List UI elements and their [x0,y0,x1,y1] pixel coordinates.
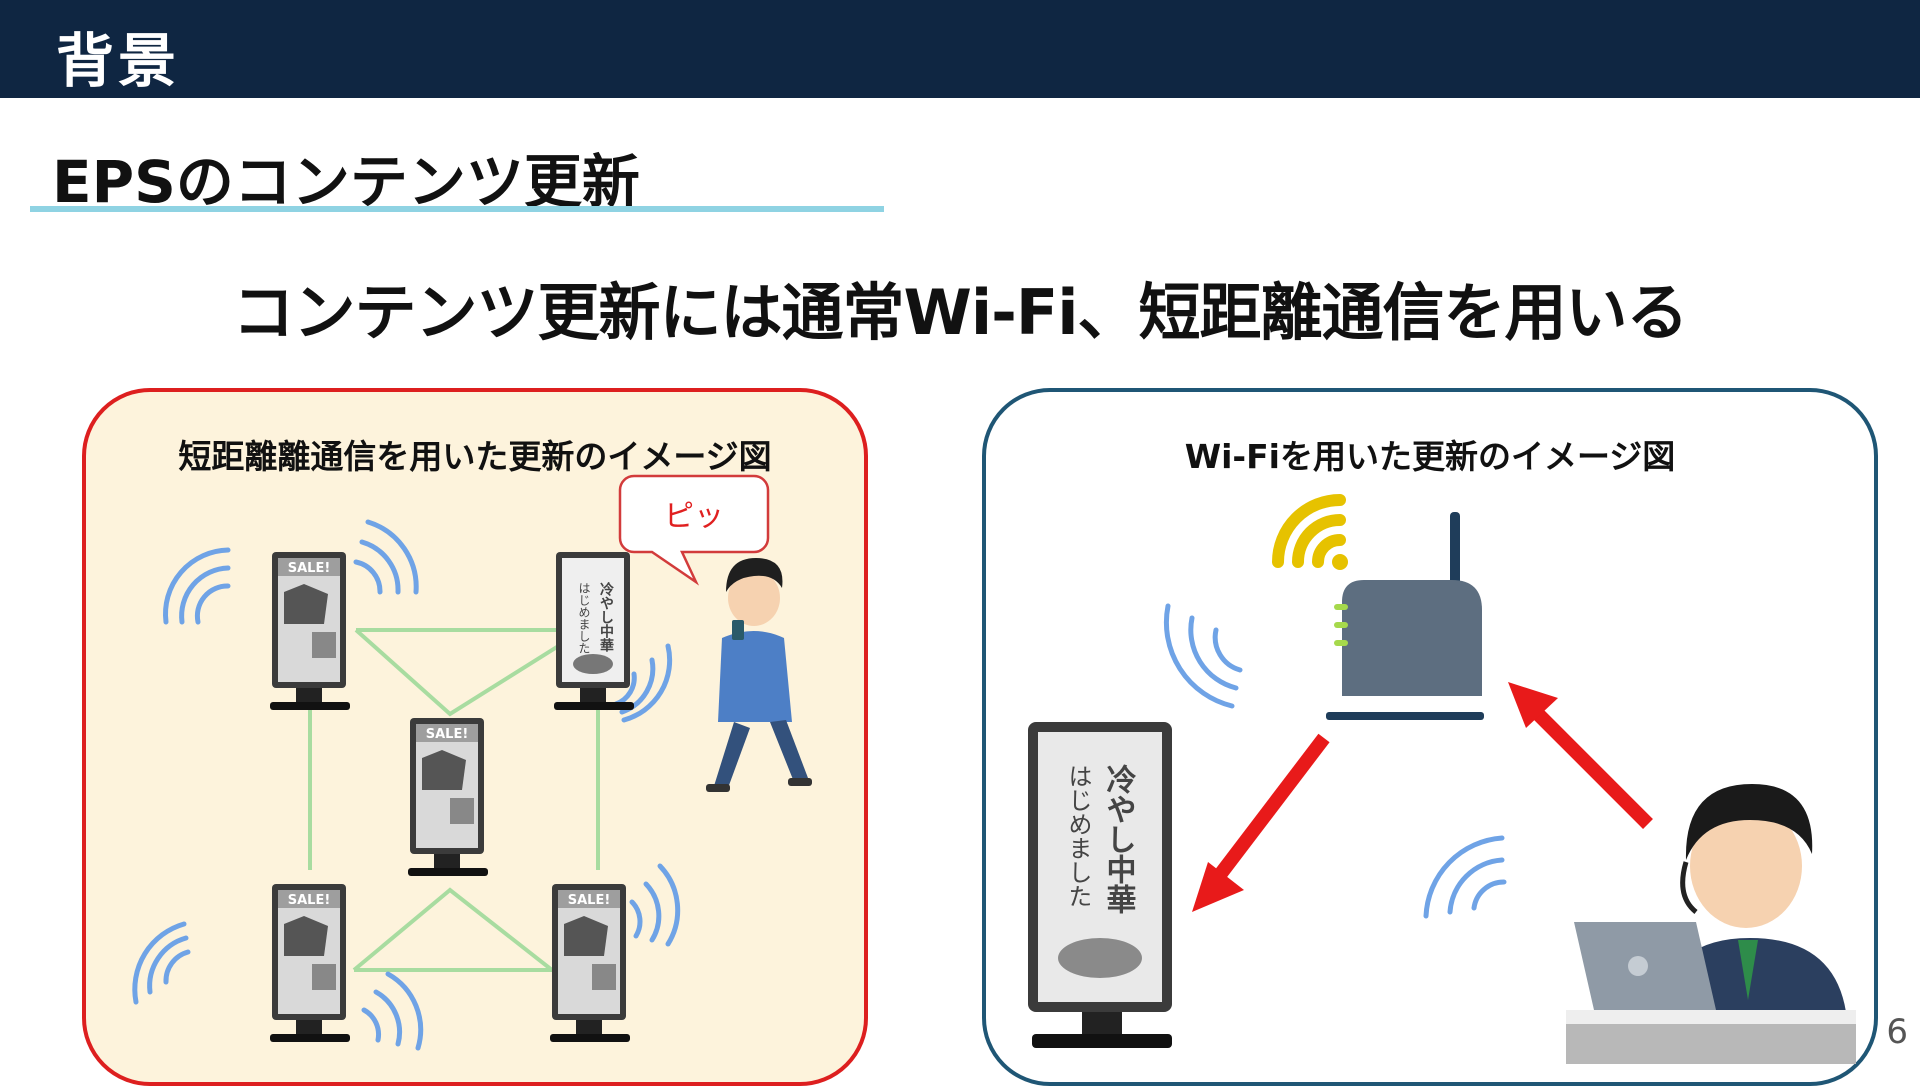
section-underline [30,206,884,212]
arrow-pc-to-router-icon [1508,682,1653,829]
svg-text:SALE!: SALE! [426,727,469,742]
sale-signage-4: SALE! [550,884,630,1042]
svg-text:冷やし中華: 冷やし中華 [598,581,614,653]
short-range-panel-title: 短距離離通信を用いた更新のイメージ図 [178,437,772,476]
svg-text:SALE!: SALE! [568,893,611,908]
slide-section-title: 背景 [56,27,181,95]
svg-text:SALE!: SALE! [288,561,331,576]
sale-signage-3: SALE! [270,884,350,1042]
speech-bubble: ピッ [618,474,770,586]
wireless-wave-icon [1163,603,1507,919]
router-icon [1326,512,1484,720]
arrow-router-to-signage-icon [1192,733,1330,912]
header-bar: 背景 [0,0,1920,98]
mesh-links [308,628,600,972]
wifi-panel: Wi-Fiを用いた更新のイメージ図 [982,388,1878,1086]
section-title: EPSのコンテンツ更新 [52,148,640,216]
menu-signage: 冷やし中華 はじめました [554,552,634,710]
svg-text:SALE!: SALE! [288,893,331,908]
wireless-wave-icon [132,519,681,1051]
person-with-phone-icon [706,558,812,792]
headline: コンテンツ更新には通常Wi-Fi、短距離通信を用いる [232,276,1689,349]
sale-signage-2: SALE! [408,718,488,876]
operator-with-laptop-icon [1566,784,1856,1064]
menu-signage: 冷やし中華 はじめました [1028,722,1172,1048]
page-number: 6 [1886,1012,1908,1052]
svg-text:はじめました: はじめました [577,582,591,654]
short-range-panel: 短距離離通信を用いた更新のイメージ図 [82,388,868,1086]
wifi-illustration: 冷やし中華 はじめました [1028,494,1856,1064]
svg-text:冷やし中華: 冷やし中華 [1101,764,1137,914]
short-range-illustration: SALE! 冷やし中華 はじめました SALE! [132,474,812,1051]
svg-text:ピッ: ピッ [664,499,724,534]
wifi-panel-title: Wi-Fiを用いた更新のイメージ図 [1184,437,1676,476]
wifi-icon [1272,494,1346,568]
svg-text:はじめました: はじめました [1064,764,1092,908]
sale-signage-1: SALE! [270,552,350,710]
